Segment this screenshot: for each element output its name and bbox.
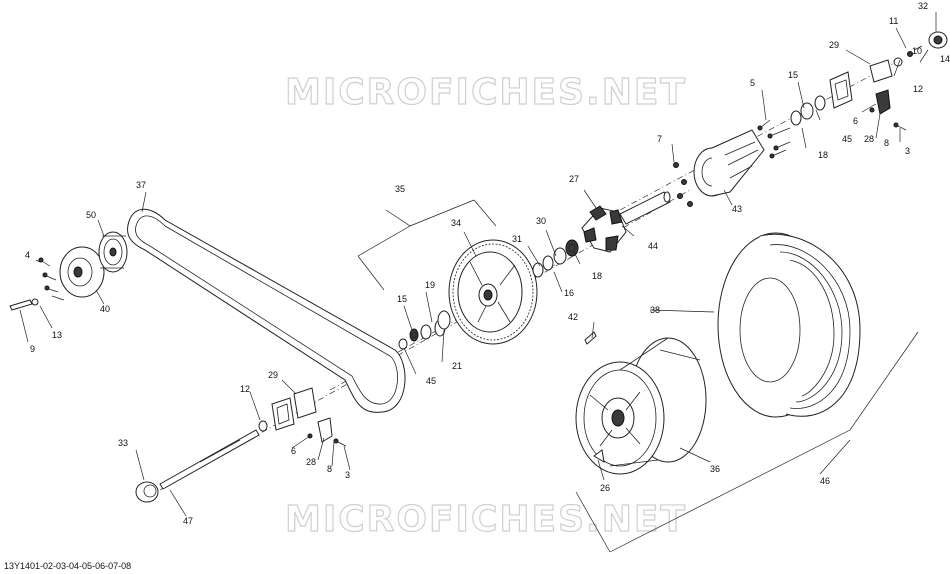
leader-lines xyxy=(19,12,937,517)
callout-4: 4 xyxy=(25,250,30,260)
wheel-rim xyxy=(575,331,707,475)
callout-36: 36 xyxy=(710,464,720,474)
right-adjuster-block xyxy=(829,45,923,131)
callout-35: 35 xyxy=(395,184,405,194)
callout-28b: 28 xyxy=(306,457,316,467)
callout-29: 29 xyxy=(829,40,839,50)
callout-43: 43 xyxy=(732,204,742,214)
callout-50: 50 xyxy=(86,210,96,220)
cush-drive-damper xyxy=(581,205,627,253)
callout-42: 42 xyxy=(568,312,578,322)
callout-5: 5 xyxy=(750,78,755,88)
callout-14: 14 xyxy=(940,54,950,64)
right-bearings xyxy=(790,95,826,126)
callout-47: 47 xyxy=(183,516,193,526)
pulley-bolts xyxy=(9,257,65,311)
callout-19: 19 xyxy=(425,280,435,290)
callout-13: 13 xyxy=(52,330,62,340)
callout-21: 21 xyxy=(452,361,462,371)
callout-44: 44 xyxy=(648,241,658,251)
tire xyxy=(717,232,861,418)
callout-15b: 15 xyxy=(397,294,407,304)
hub-carrier xyxy=(673,129,765,207)
callout-7: 7 xyxy=(657,134,662,144)
callout-12b: 12 xyxy=(240,384,250,394)
callout-10: 10 xyxy=(912,46,922,56)
callout-40: 40 xyxy=(100,304,110,314)
large-sprocket xyxy=(448,239,538,345)
end-cap xyxy=(928,31,948,49)
callout-31: 31 xyxy=(512,234,522,244)
bracket-35 xyxy=(357,199,497,291)
callout-37: 37 xyxy=(136,180,146,190)
callout-32: 32 xyxy=(918,1,928,11)
callout-46: 46 xyxy=(820,476,830,486)
callout-28: 28 xyxy=(864,134,874,144)
document-id: 13Y1401-02-03-04-05-06-07-08 xyxy=(4,561,131,571)
callout-27: 27 xyxy=(569,174,579,184)
callout-18: 18 xyxy=(818,150,828,160)
small-pulley-assembly xyxy=(59,231,128,298)
callout-33: 33 xyxy=(118,438,128,448)
watermark-bottom: MICROFICHES.NET xyxy=(285,499,687,540)
watermark-top: MICROFICHES.NET xyxy=(285,72,687,113)
callout-3b: 3 xyxy=(345,470,350,480)
axle-spacer xyxy=(619,191,671,225)
bracket-46 xyxy=(575,331,919,553)
callout-3: 3 xyxy=(905,146,910,156)
callout-30: 30 xyxy=(536,216,546,226)
drive-belt xyxy=(127,208,406,413)
hub-bolts xyxy=(757,119,791,159)
axle-nut xyxy=(135,481,159,503)
callout-38: 38 xyxy=(650,305,660,315)
callout-34: 34 xyxy=(451,218,461,228)
callout-45: 45 xyxy=(842,134,852,144)
callout-6: 6 xyxy=(853,116,858,126)
callout-45b: 45 xyxy=(426,376,436,386)
callout-15: 15 xyxy=(788,70,798,80)
callout-29b: 29 xyxy=(268,370,278,380)
rear-axle xyxy=(159,429,260,490)
callout-18b: 18 xyxy=(592,271,602,281)
callout-26: 26 xyxy=(600,483,610,493)
sprocket-hardware xyxy=(398,310,451,350)
callout-9: 9 xyxy=(30,344,35,354)
callout-labels: 32 11 14 29 10 12 5 15 6 28 8 45 18 3 7 … xyxy=(25,1,950,526)
left-adjuster-block xyxy=(258,387,347,447)
callout-6b: 6 xyxy=(291,446,296,456)
callout-8b: 8 xyxy=(327,464,332,474)
callout-11: 11 xyxy=(889,16,898,26)
hub-components xyxy=(532,239,579,278)
callout-16: 16 xyxy=(564,288,574,298)
callout-12: 12 xyxy=(913,84,923,94)
callout-8: 8 xyxy=(884,138,889,148)
